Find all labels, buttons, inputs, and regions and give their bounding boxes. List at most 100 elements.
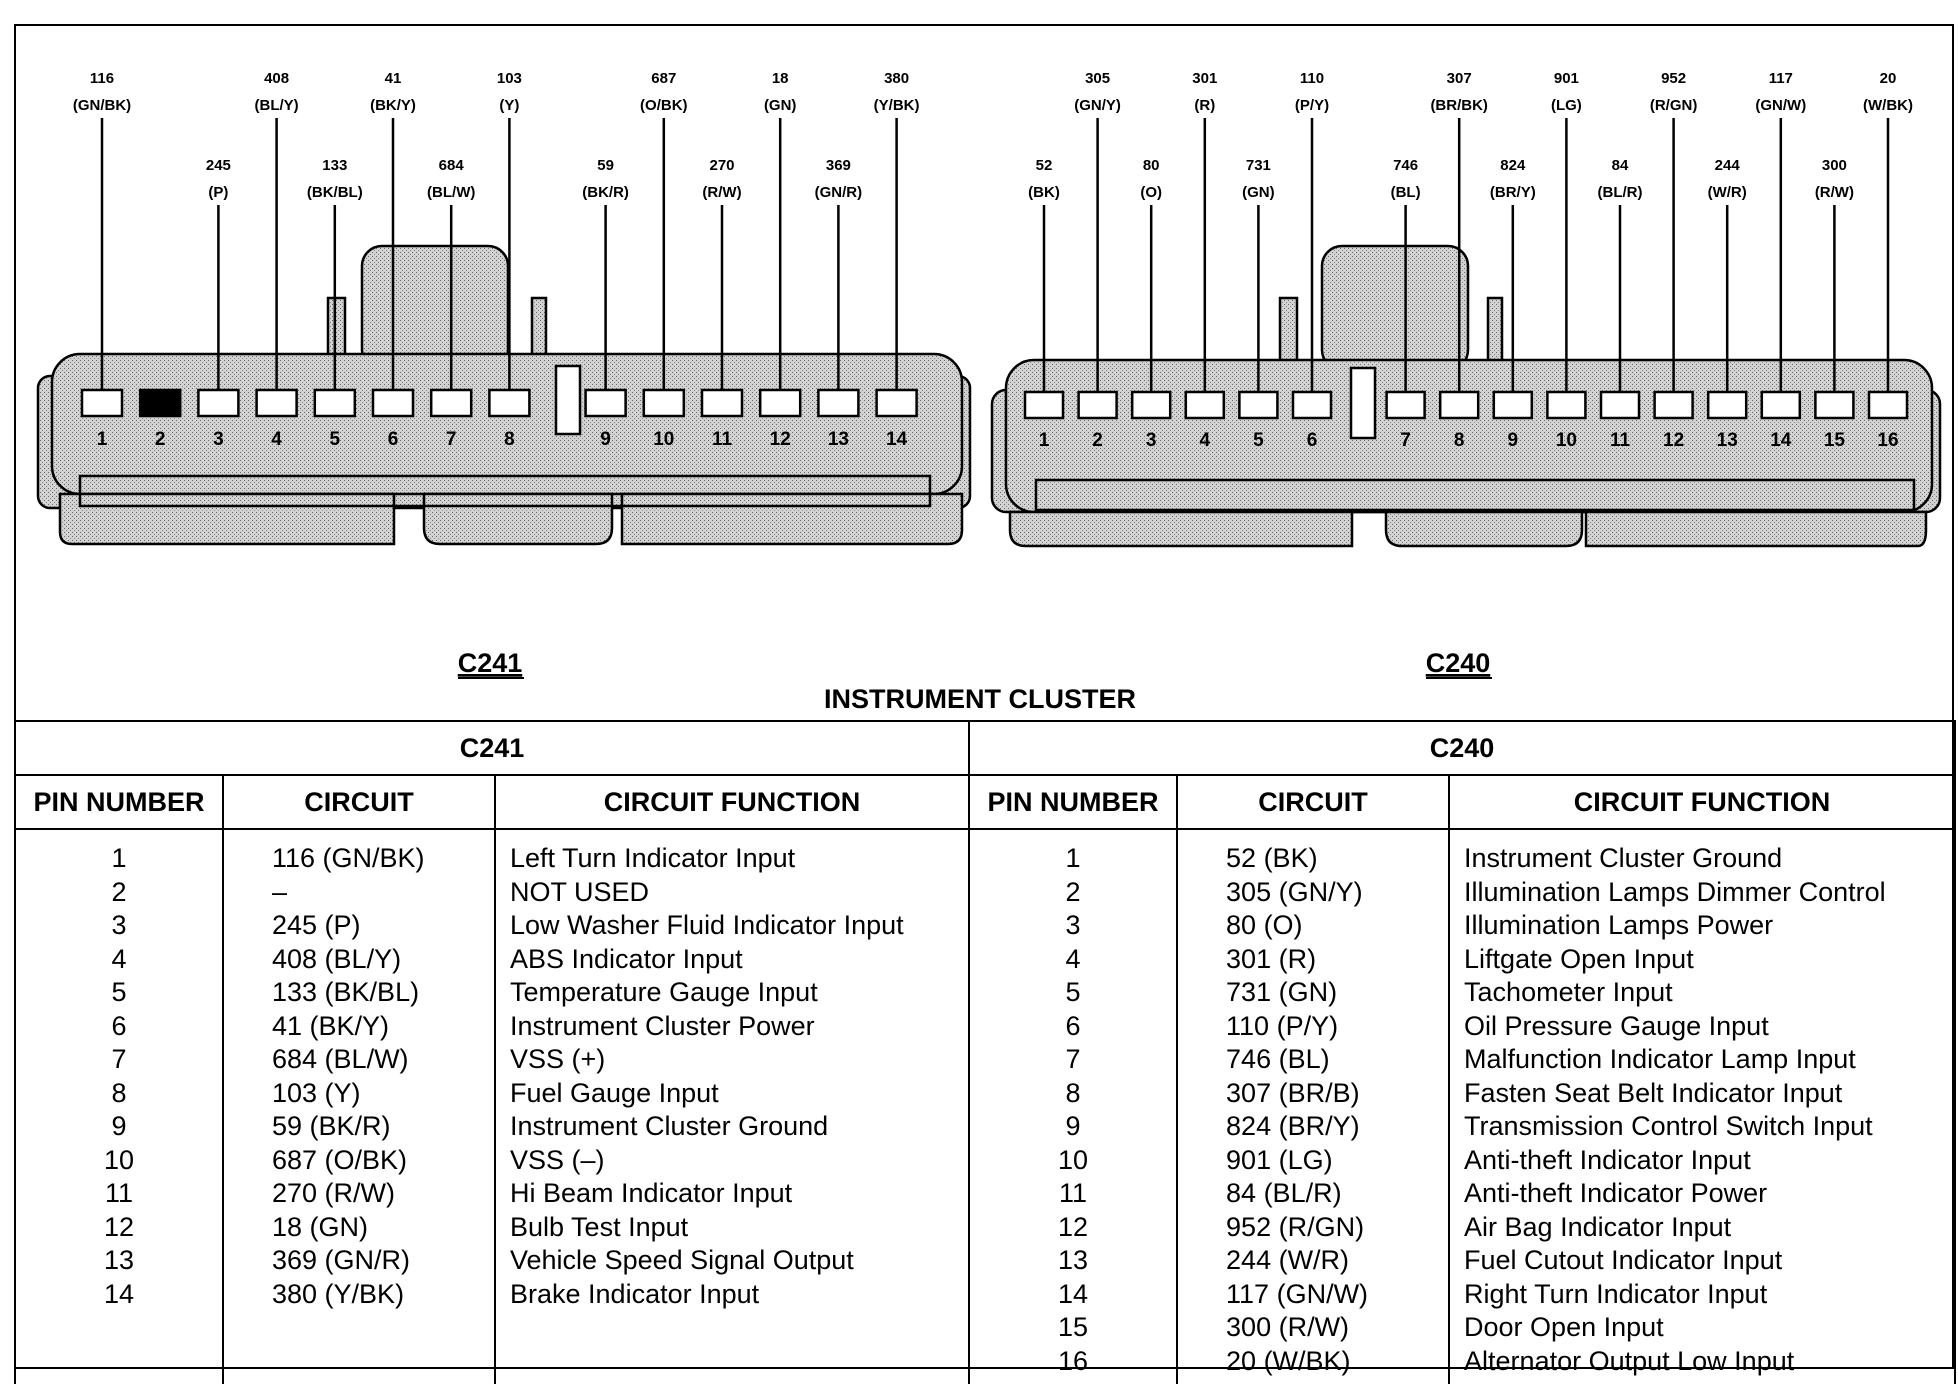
c240-wire-circuit-label: 244	[1715, 157, 1741, 174]
c240-pin-number: 15	[969, 1311, 1177, 1345]
c241-wire-color-label: (BL/Y)	[255, 97, 299, 114]
c241-circuit-function	[495, 1311, 969, 1345]
c240-wire-color-label: (BR/Y)	[1490, 184, 1536, 201]
c240-pin-number: 11	[969, 1177, 1177, 1211]
c240-circuit-function: Fuel Cutout Indicator Input	[1449, 1244, 1955, 1278]
c240-circuit: 901 (LG)	[1177, 1144, 1449, 1178]
c240-wire-color-label: (O)	[1140, 184, 1162, 201]
c240-pin-number: 12	[969, 1211, 1177, 1245]
c241-pin-number: 12	[15, 1211, 223, 1245]
c240-circuit-function: Tachometer Input	[1449, 976, 1955, 1010]
c241-wire-circuit-label: 369	[826, 157, 851, 174]
c241-wire-circuit-label: 245	[206, 157, 231, 174]
c241-wire-color-label: (R/W)	[702, 184, 741, 201]
c240-connector-label: C240	[1426, 648, 1491, 678]
c241-pin-number-label: 8	[504, 429, 515, 450]
c241-wire-circuit-label: 687	[651, 70, 676, 87]
c240-wire-color-label: (BL/R)	[1598, 184, 1643, 201]
c240-pin-number-label: 13	[1717, 430, 1738, 451]
c240-wire-circuit-label: 731	[1246, 157, 1271, 174]
c241-connector-label: C241	[458, 648, 523, 678]
c240-pin-number-label: 8	[1454, 430, 1465, 451]
c240-wire-circuit-label: 20	[1880, 70, 1897, 87]
c241-wire-color-label: (BK/R)	[582, 184, 629, 201]
c241-pin-number-label: 2	[155, 429, 166, 450]
c240-circuit-function: Illumination Lamps Dimmer Control	[1449, 876, 1955, 910]
c241-circuit-function: Temperature Gauge Input	[495, 976, 969, 1010]
c240-pin-number: 7	[969, 1043, 1177, 1077]
c241-pin-14-cavity	[877, 390, 917, 416]
c241-wire-circuit-label: 59	[597, 157, 614, 174]
c241-pin-number	[15, 1311, 223, 1345]
c240-wire-circuit-label: 80	[1143, 157, 1160, 174]
c241-pin-number-label: 6	[388, 429, 399, 450]
c241-circuit-function	[495, 1345, 969, 1384]
c241-wire-color-label: (Y)	[499, 97, 519, 114]
c241-wire-color-label: (BK/Y)	[370, 97, 416, 114]
c241-circuit-function: ABS Indicator Input	[495, 943, 969, 977]
c240-circuit: 300 (R/W)	[1177, 1311, 1449, 1345]
c240-circuit: 307 (BR/B)	[1177, 1077, 1449, 1111]
c241-pin-number-label: 10	[653, 429, 674, 450]
c240-pin-number-label: 15	[1824, 430, 1846, 451]
c241-circuit-function: Fuel Gauge Input	[495, 1077, 969, 1111]
c240-pin-number-label: 4	[1200, 430, 1211, 451]
c240-pin-number-label: 1	[1039, 430, 1050, 451]
c241-circuit-function-header: CIRCUIT FUNCTION	[495, 775, 969, 829]
c240-wire-color-label: (BR/BK)	[1430, 97, 1488, 114]
c241-wire-color-label: (Y/BK)	[874, 97, 920, 114]
c241-pin-12-cavity	[760, 390, 800, 416]
c240-circuit: 20 (W/BK)	[1177, 1345, 1449, 1384]
c241-circuit-function: NOT USED	[495, 876, 969, 910]
c240-pin-15-cavity	[1815, 392, 1853, 418]
c240-pin-number-label: 16	[1877, 430, 1898, 451]
c241-circuit-function: Hi Beam Indicator Input	[495, 1177, 969, 1211]
c241-pin-4-cavity	[257, 390, 297, 416]
c240-circuit: 84 (BL/R)	[1177, 1177, 1449, 1211]
c240-pin-number-label: 3	[1146, 430, 1157, 451]
c240-pin-number-label: 7	[1400, 430, 1411, 451]
c241-circuit-function: VSS (–)	[495, 1144, 969, 1178]
c241-wire-circuit-label: 41	[385, 70, 402, 87]
c240-wire-color-label: (GN/W)	[1755, 97, 1806, 114]
c240-pin-number: 5	[969, 976, 1177, 1010]
c240-pin-4-cavity	[1186, 392, 1224, 418]
c241-wire-circuit-label: 18	[772, 70, 789, 87]
c241-circuit: 687 (O/BK)	[223, 1144, 495, 1178]
c240-pin-number: 16	[969, 1345, 1177, 1384]
c240-pin-number: 6	[969, 1010, 1177, 1044]
c241-pin-number-label: 9	[600, 429, 611, 450]
c240-pin-number-header: PIN NUMBER	[969, 775, 1177, 829]
pin-tables: C241 C240 PIN NUMBER CIRCUIT CIRCUIT FUN…	[14, 720, 1954, 1369]
c241-pin-number: 11	[15, 1177, 223, 1211]
c241-pin-number-label: 1	[97, 429, 108, 450]
c241-circuit-function: Instrument Cluster Power	[495, 1010, 969, 1044]
c241-pin-number: 3	[15, 909, 223, 943]
c241-pin-number-header: PIN NUMBER	[15, 775, 223, 829]
c241-pin-number: 2	[15, 876, 223, 910]
c241-circuit-function: VSS (+)	[495, 1043, 969, 1077]
c241-wire-circuit-label: 408	[264, 70, 289, 87]
c241-circuit: 408 (BL/Y)	[223, 943, 495, 977]
c241-pin-number: 13	[15, 1244, 223, 1278]
c240-pin-13-cavity	[1708, 392, 1746, 418]
c240-pin-number-label: 14	[1770, 430, 1792, 451]
c240-circuit: 301 (R)	[1177, 943, 1449, 977]
c240-circuit: 244 (W/R)	[1177, 1244, 1449, 1278]
c240-pin-2-cavity	[1079, 392, 1117, 418]
c241-circuit: 245 (P)	[223, 909, 495, 943]
c240-pin-5-cavity	[1239, 392, 1277, 418]
c241-wire-circuit-label: 270	[709, 157, 734, 174]
c241-pin-1-cavity	[82, 390, 122, 416]
c241-pin-number: 6	[15, 1010, 223, 1044]
c241-pin-7-cavity	[431, 390, 471, 416]
c240-circuit: 952 (R/GN)	[1177, 1211, 1449, 1245]
